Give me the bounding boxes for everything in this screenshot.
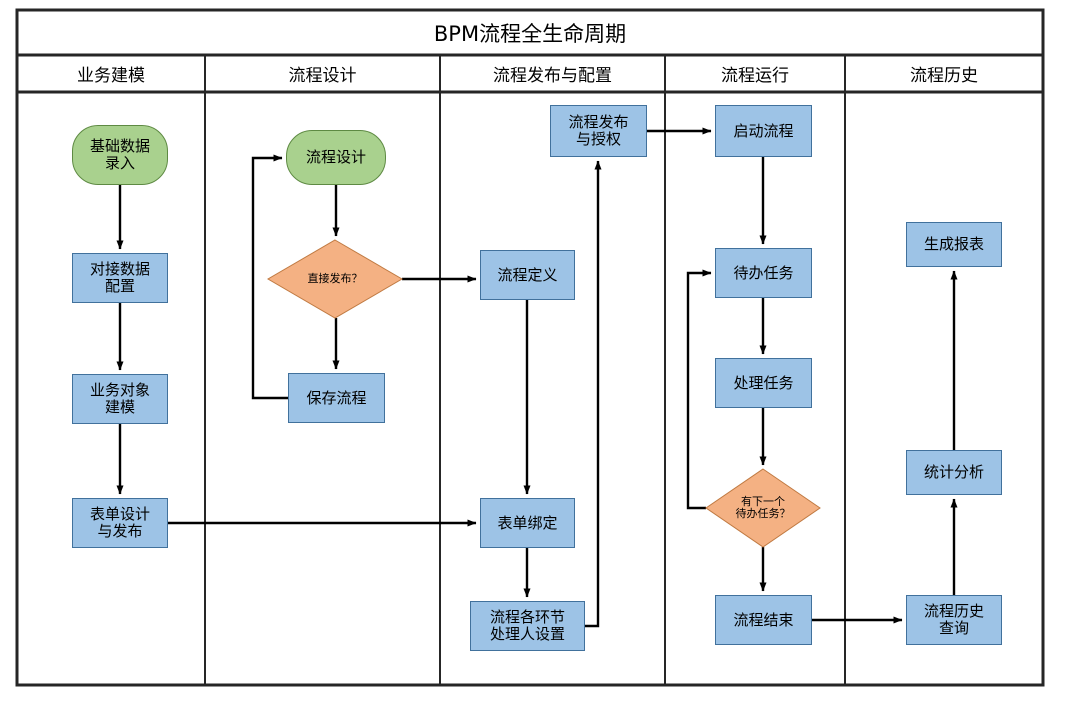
flow-node-n13[interactable]: 待办任务 <box>715 248 812 298</box>
flow-node-n11[interactable]: 流程各环节 处理人设置 <box>470 601 585 651</box>
decision-shape-n6 <box>267 239 403 319</box>
edge-n7-to-n5 <box>251 154 288 400</box>
page-title: BPM流程全生命周期 <box>433 21 627 46</box>
flow-node-n1[interactable]: 基础数据 录入 <box>72 125 168 185</box>
swimlane-header-2: 流程发布与配置 <box>493 66 612 86</box>
flow-node-n3[interactable]: 业务对象 建模 <box>72 374 168 424</box>
swimlane-header-4: 流程历史 <box>910 66 978 86</box>
flow-node-n7[interactable]: 保存流程 <box>288 373 385 423</box>
flow-node-n14[interactable]: 处理任务 <box>715 358 812 408</box>
flow-node-n2[interactable]: 对接数据 配置 <box>72 253 168 303</box>
flow-node-n10[interactable]: 表单绑定 <box>480 498 575 548</box>
decision-shape-group <box>267 239 821 548</box>
edge-n11-to-n8 <box>585 160 602 628</box>
swimlane-header-1: 流程设计 <box>288 66 357 86</box>
flow-node-n5[interactable]: 流程设计 <box>286 130 386 185</box>
swimlane-header-0: 业务建模 <box>77 66 145 86</box>
flow-node-n6[interactable]: 直接发布？ <box>307 271 363 285</box>
flow-node-n9[interactable]: 流程定义 <box>480 250 575 300</box>
flow-node-n15[interactable]: 有下一个 待办任务？ <box>735 494 791 520</box>
flow-node-n16[interactable]: 流程结束 <box>715 595 812 645</box>
flow-node-n4[interactable]: 表单设计 与发布 <box>72 498 168 548</box>
flow-node-n12[interactable]: 启动流程 <box>715 105 812 157</box>
swimlane-header-3: 流程运行 <box>721 66 789 86</box>
decision-shape-n15 <box>705 468 821 548</box>
connector-group <box>116 127 958 628</box>
flow-node-n19[interactable]: 流程历史 查询 <box>906 595 1002 645</box>
swimlane-frame <box>15 8 1045 687</box>
flow-node-n17[interactable]: 生成报表 <box>906 222 1002 267</box>
edge-n15-to-n13 <box>686 269 712 510</box>
flow-node-n8[interactable]: 流程发布 与授权 <box>550 105 647 157</box>
flow-node-n18[interactable]: 统计分析 <box>906 450 1002 495</box>
